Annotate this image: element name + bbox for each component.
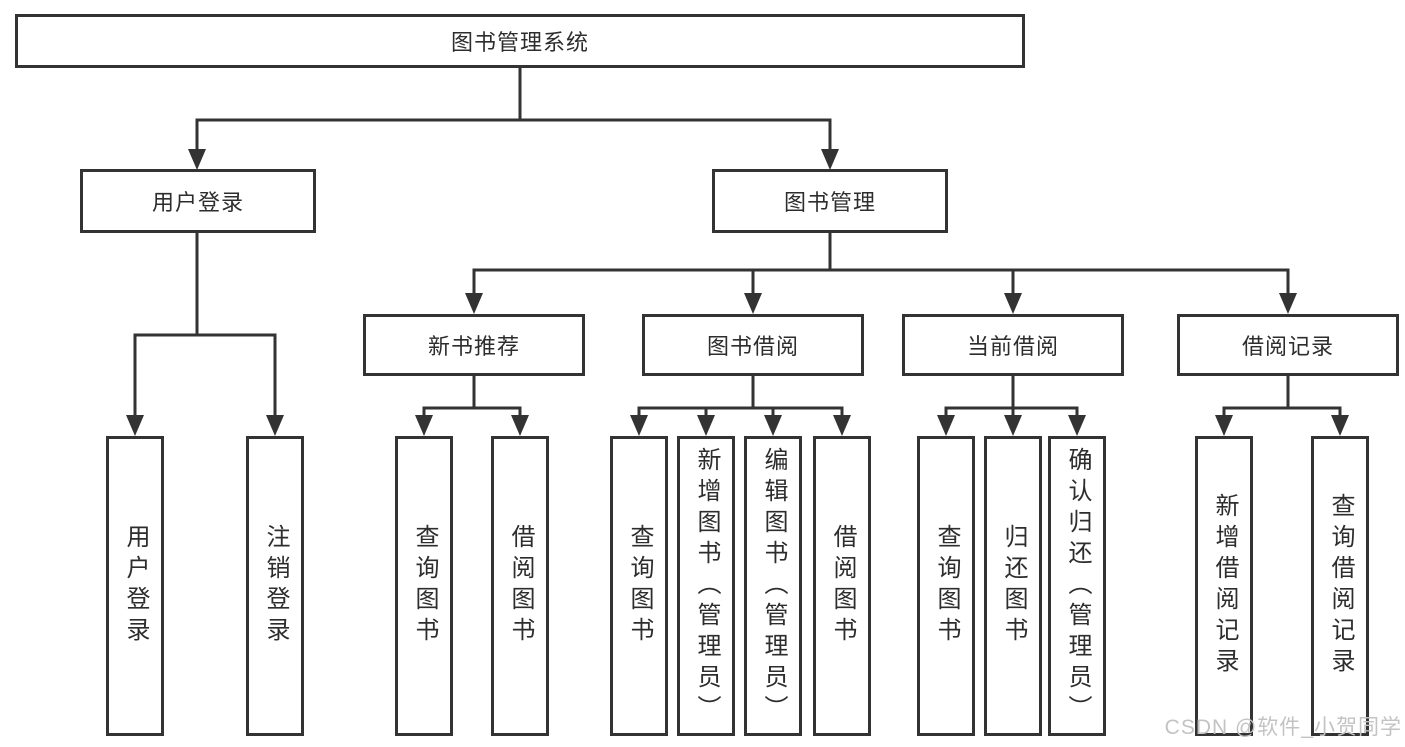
watermark: CSDN @软件_小贺同学 [1164,716,1402,739]
leaf-borrow-books-recommend: 借阅图书 [491,436,549,736]
arrowhead-icon [126,415,144,436]
arrowhead-icon [821,149,839,170]
leaf-return-books: 归还图书 [984,436,1042,736]
arrowhead-icon [1215,415,1233,436]
node-label: 新增图书（管理员） [693,446,720,726]
arrowhead-icon [511,415,529,436]
node-label: 查询图书 [411,524,438,648]
leaf-user-login: 用户登录 [106,436,164,736]
node-label: 图书管理系统 [450,30,589,55]
arrowhead-icon [1279,293,1297,314]
leaf-logout: 注销登录 [246,436,304,736]
arrowhead-icon [744,293,762,314]
leaf-edit-books-admin: 编辑图书（管理员） [744,436,802,736]
arrowhead-icon [1004,415,1022,436]
node-label: 图书借阅 [706,334,799,359]
leaf-confirm-return-admin: 确认归还（管理员） [1048,436,1106,736]
arrowhead-icon [188,149,206,170]
node-borrowing-records: 借阅记录 [1177,314,1399,376]
connector-current-borrowing-children [944,406,1079,417]
arrowhead-icon [1331,415,1349,436]
connector-user-login-children [133,333,277,417]
node-label: 借阅图书 [829,524,856,648]
arrowhead-icon [630,415,648,436]
arrowhead-icon [937,415,955,436]
connector-root-to-level2 [195,118,832,151]
arrowhead-icon [415,415,433,436]
node-library-management-system: 图书管理系统 [15,14,1025,68]
leaf-search-books-borrowing: 查询图书 [610,436,668,736]
leaf-search-books-recommend: 查询图书 [395,436,453,736]
arrowhead-icon [697,415,715,436]
arrowhead-icon [266,415,284,436]
node-label: 借阅图书 [507,524,534,648]
node-new-book-recommendation: 新书推荐 [363,314,585,376]
node-book-management: 图书管理 [712,169,948,233]
node-label: 新增借阅记录 [1211,493,1238,679]
connector-level2-to-level3 [472,268,1290,296]
leaf-borrow-books-borrowing: 借阅图书 [813,436,871,736]
leaf-search-books-current: 查询图书 [917,436,975,736]
leaf-search-borrow-record: 查询借阅记录 [1311,436,1369,736]
node-label: 查询借阅记录 [1327,493,1354,679]
arrowhead-icon [1068,415,1086,436]
leaf-add-borrow-record: 新增借阅记录 [1195,436,1253,736]
node-label: 查询图书 [933,524,960,648]
node-label: 编辑图书（管理员） [760,446,787,726]
connector-book-borrowing-children [637,406,844,417]
node-label: 用户登录 [151,190,244,215]
node-user-login: 用户登录 [80,169,316,233]
arrowhead-icon [1004,293,1022,314]
node-label: 归还图书 [1000,524,1027,648]
node-label: 当前借阅 [966,334,1059,359]
node-label: 查询图书 [626,524,653,648]
node-label: 借阅记录 [1241,334,1334,359]
node-label: 用户登录 [122,524,149,648]
arrowhead-icon [465,293,483,314]
connector-borrow-records-children [1222,406,1342,417]
arrowhead-icon [764,415,782,436]
connector-new-book-children [422,406,522,417]
node-label: 确认归还（管理员） [1064,446,1091,726]
node-current-borrowing: 当前借阅 [902,314,1124,376]
node-label: 注销登录 [262,524,289,648]
node-book-borrowing: 图书借阅 [642,314,864,376]
leaf-add-books-admin: 新增图书（管理员） [677,436,735,736]
node-label: 新书推荐 [427,334,520,359]
node-label: 图书管理 [783,190,876,215]
arrowhead-icon [833,415,851,436]
